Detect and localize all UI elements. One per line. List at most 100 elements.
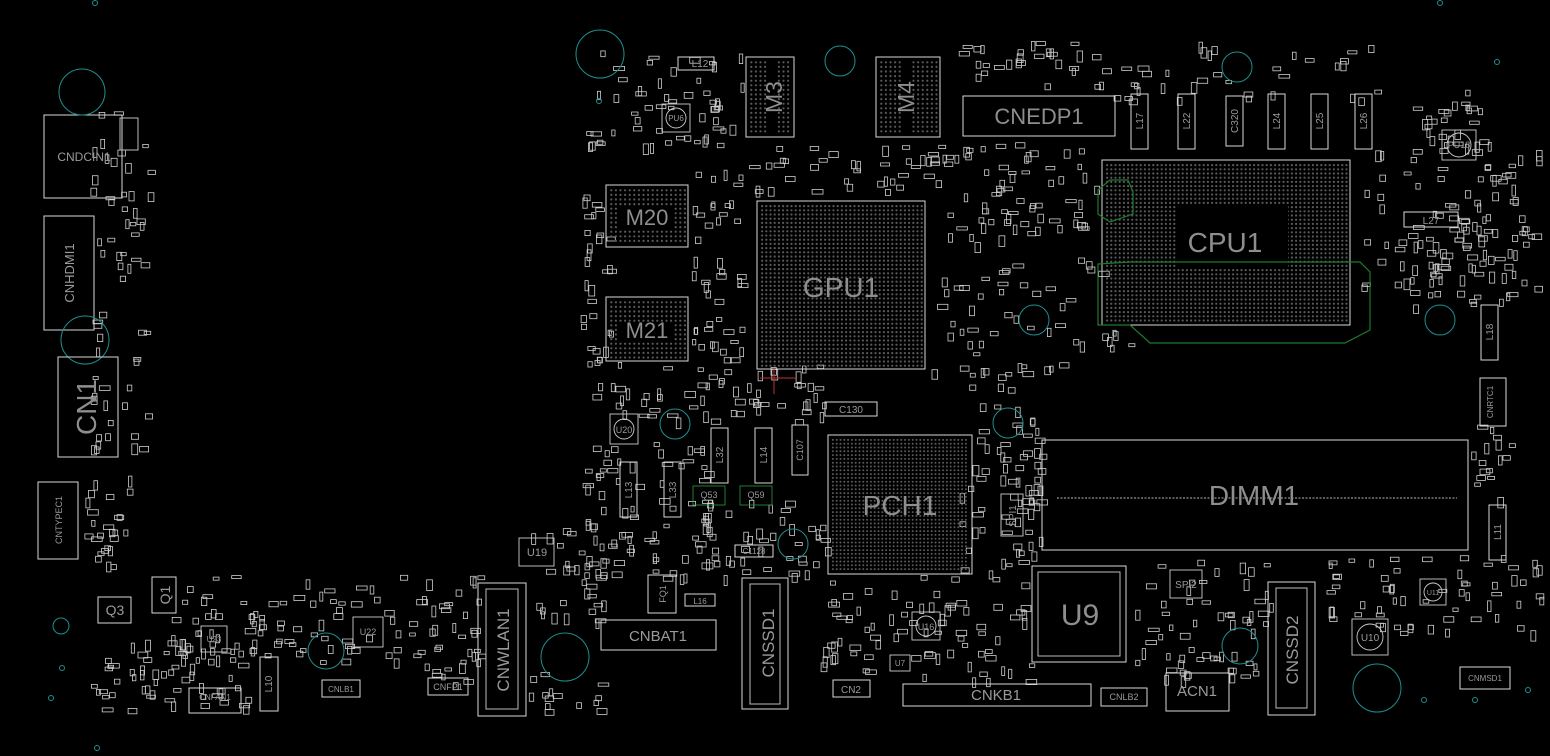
solder-ball [891, 238, 894, 241]
c107-component[interactable]: C107 [791, 424, 809, 476]
m4-memory-chip[interactable]: M4 [875, 56, 941, 138]
l13-component[interactable]: L13 [619, 461, 638, 518]
solder-ball [765, 272, 768, 275]
solder-ball [750, 70, 753, 73]
cnwlan1-connector[interactable]: CNWLAN1 [477, 582, 527, 717]
solder-ball [887, 226, 890, 229]
solder-ball [949, 499, 952, 502]
solder-ball [895, 247, 898, 250]
solder-ball [1106, 172, 1109, 175]
c1128-component[interactable]: C1128 [734, 544, 774, 558]
solder-ball [847, 503, 850, 506]
solder-ball [651, 301, 654, 304]
q1-component[interactable]: Q1 [151, 576, 177, 614]
solder-ball [1244, 172, 1247, 175]
solder-ball [878, 310, 881, 313]
passive-pad [1507, 249, 1513, 259]
solder-ball [849, 293, 852, 296]
solder-ball [1253, 176, 1256, 179]
solder-ball [874, 318, 877, 321]
cnfp1-connector[interactable]: CNFP1 [427, 677, 469, 696]
solder-ball [857, 297, 860, 300]
l10-component[interactable]: L10 [259, 656, 279, 712]
passive-pad [1078, 257, 1085, 264]
solder-ball [891, 305, 894, 308]
passive-pad [1410, 157, 1417, 164]
q53-component[interactable]: Q53 [692, 485, 726, 506]
l32-component[interactable]: L32 [710, 427, 729, 484]
l33-component[interactable]: L33 [663, 461, 682, 518]
fq1-component[interactable]: FQ1 [647, 574, 677, 614]
solder-ball [773, 263, 776, 266]
solder-ball [877, 442, 880, 445]
solder-ball [920, 297, 923, 300]
solder-ball [858, 518, 861, 521]
passive-pad [856, 160, 861, 172]
solder-ball [847, 568, 850, 571]
solder-ball [964, 511, 967, 514]
solder-ball [773, 209, 776, 212]
pch1-chip[interactable]: PCH1 [827, 434, 973, 575]
solder-ball [828, 331, 831, 334]
m3-memory-chip[interactable]: M3 [745, 56, 795, 138]
c130-component[interactable]: C130 [824, 401, 878, 417]
solder-ball [831, 461, 834, 464]
u19-component[interactable]: U19 [518, 537, 555, 567]
passive-pad [595, 207, 605, 212]
passive-pad [827, 642, 836, 649]
solder-ball [858, 438, 861, 441]
cntypec1-connector[interactable]: CNTYPEC1 [37, 481, 79, 560]
cnlb1-connector[interactable]: CNLB1 [321, 679, 361, 698]
cpu1-chip[interactable]: CPU1 [1097, 159, 1371, 344]
passive-pad [909, 620, 918, 626]
test-point [48, 695, 54, 701]
solder-ball [898, 116, 901, 119]
solder-ball [679, 328, 682, 331]
cn1-connector[interactable]: CN1 [57, 356, 119, 458]
solder-ball [908, 305, 911, 308]
solder-ball [773, 343, 776, 346]
cnssd1-connector[interactable]: CNSSD1 [741, 577, 789, 710]
m20-memory-chip[interactable]: M20 [605, 184, 689, 248]
l12-component[interactable]: L12 [677, 56, 715, 71]
solder-ball [854, 473, 857, 476]
solder-ball [919, 480, 922, 483]
passive-pad [1457, 290, 1466, 298]
u20-component[interactable]: U20 [609, 413, 639, 445]
l14-component[interactable]: L14 [754, 427, 773, 484]
passive-pad [463, 679, 474, 685]
u23-component[interactable]: U23 [200, 625, 228, 653]
l16-component[interactable]: L16 [684, 593, 716, 607]
passive-pad [601, 600, 607, 613]
passive-pad [1462, 582, 1471, 587]
solder-ball [674, 212, 677, 215]
cnedp1-connector[interactable]: CNEDP1 [962, 95, 1116, 137]
u22-component[interactable]: U22 [352, 616, 384, 648]
solder-ball [964, 541, 967, 544]
solder-ball [874, 356, 877, 359]
gpu1-chip[interactable]: GPU1 [756, 200, 926, 394]
passive-pad [658, 449, 665, 459]
solder-ball [923, 564, 926, 567]
cnbat1-connector[interactable]: CNBAT1 [600, 619, 717, 651]
passive-pad [574, 565, 580, 576]
q59-component[interactable]: Q59 [739, 485, 773, 506]
passive-pad [1207, 50, 1212, 62]
passive-pad [1202, 652, 1211, 659]
spi1-component[interactable]: SPI1 [1000, 493, 1024, 537]
cndcin1-connector[interactable]: CNDCIN1 [43, 114, 139, 199]
passive-pad [310, 600, 317, 608]
q3-component[interactable]: Q3 [97, 596, 132, 624]
solder-ball [831, 556, 834, 559]
passive-pad [1532, 559, 1538, 568]
pu6-component[interactable]: PU6 [661, 103, 691, 133]
solder-ball [853, 263, 856, 266]
cnhdmi1-connector[interactable]: CNHDMI1 [43, 215, 95, 331]
solder-ball [921, 65, 924, 68]
m21-memory-chip[interactable]: M21 [605, 296, 689, 362]
solder-ball [873, 484, 876, 487]
solder-ball [885, 438, 888, 441]
solder-ball [949, 522, 952, 525]
cnfan1-connector[interactable]: CNFAN1 [188, 687, 242, 714]
passive-pad [208, 658, 215, 666]
